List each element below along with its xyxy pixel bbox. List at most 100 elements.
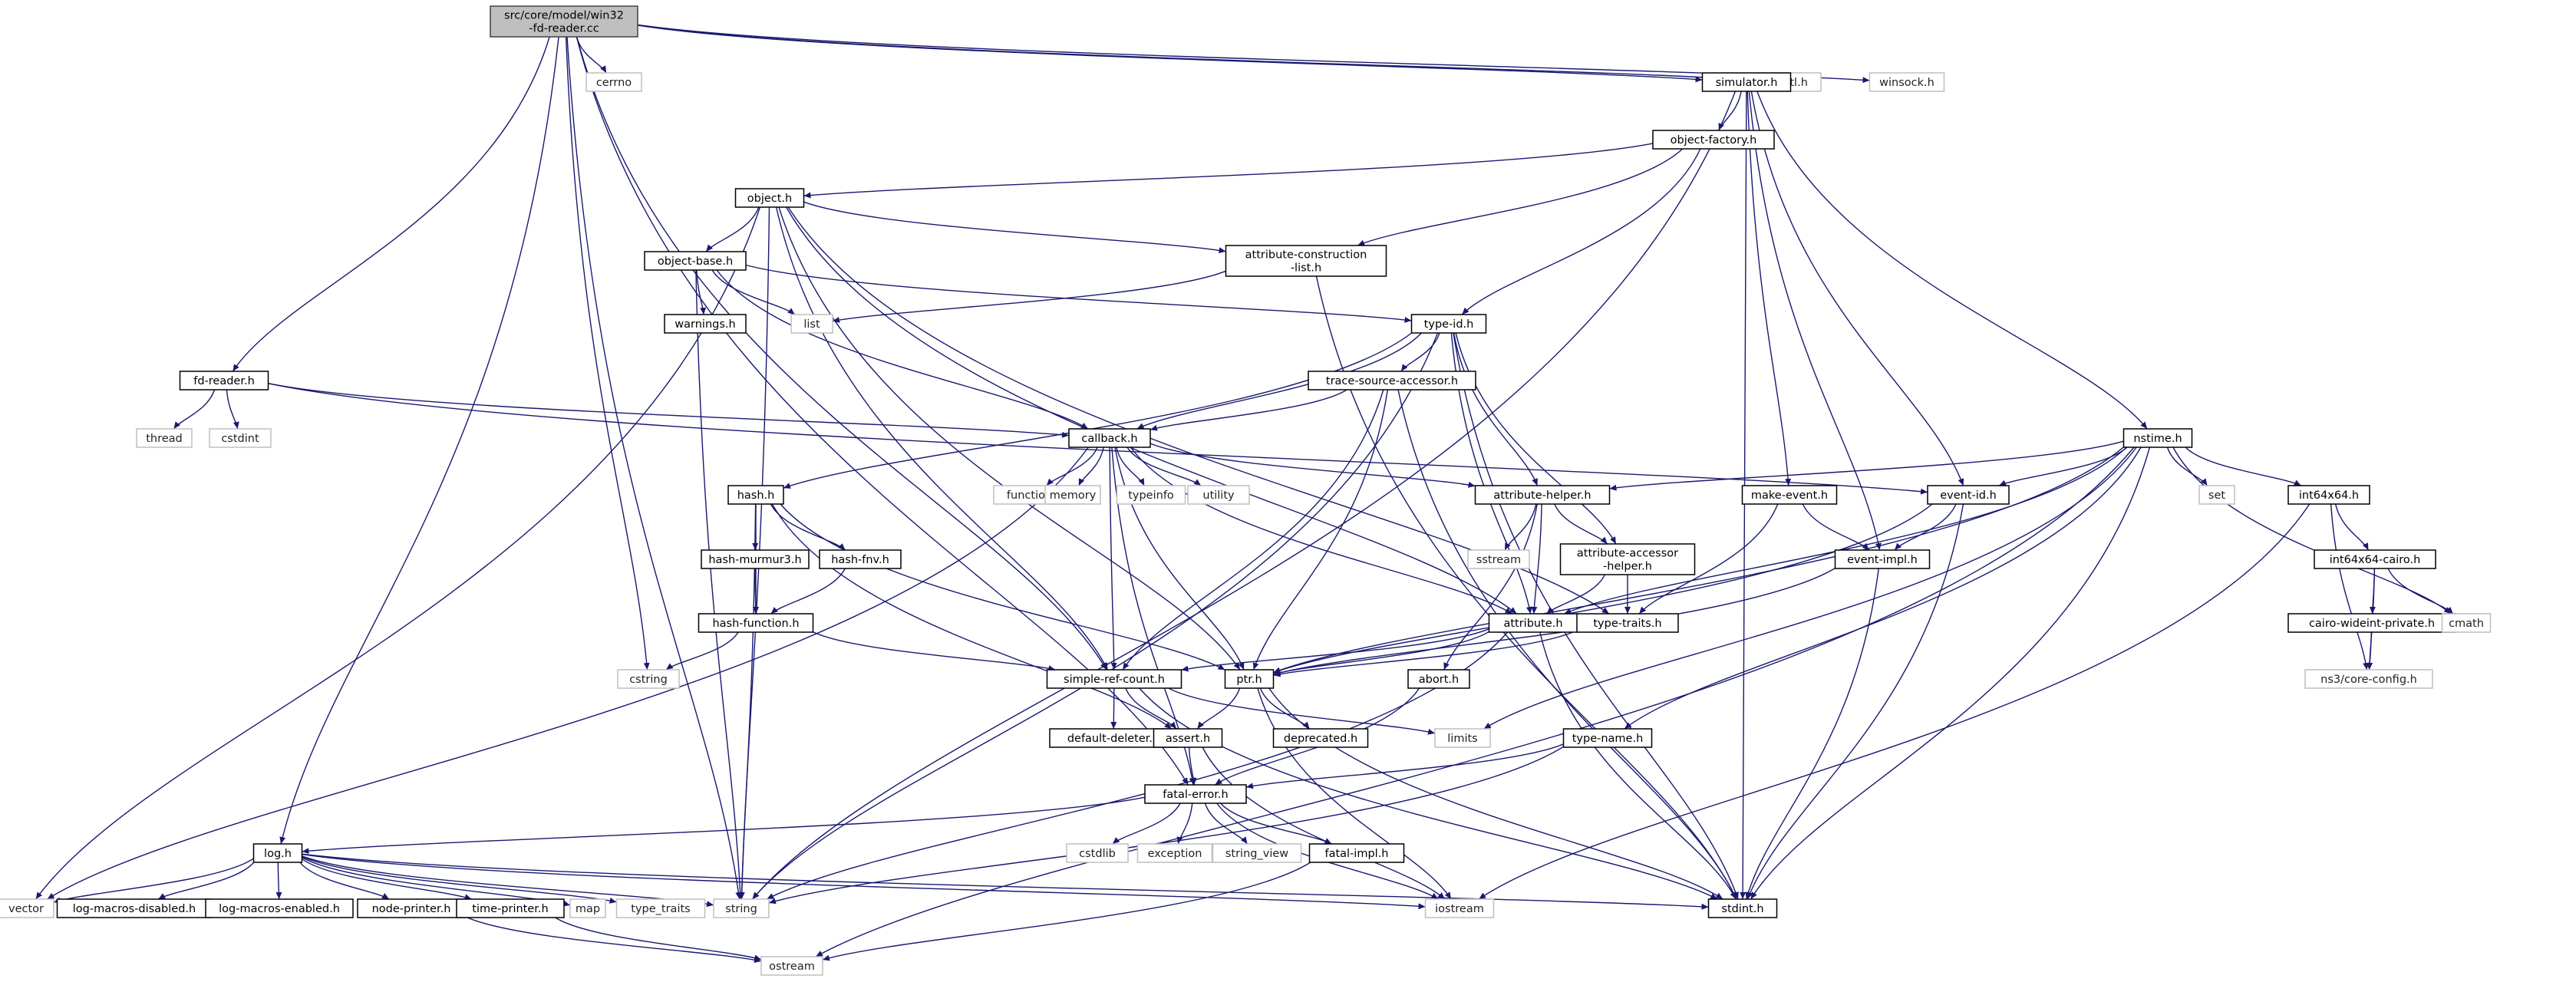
edge-callback-to-simple-ref-count	[1109, 447, 1117, 671]
edge-int64x64-to-core-config	[2330, 503, 2369, 671]
node-int64x64-cairo[interactable]: int64x64-cairo.h	[2314, 549, 2436, 569]
edge-trace-source-to-ptr	[1252, 389, 1388, 671]
node-box-utility	[1187, 485, 1250, 505]
edge-root-to-simulator	[637, 25, 1703, 83]
node-box-event-id	[1927, 485, 2010, 505]
node-simple-ref-count[interactable]: simple-ref-count.h	[1046, 669, 1182, 689]
node-object-base[interactable]: object-base.h	[644, 251, 747, 271]
node-memory: memory	[1044, 485, 1101, 505]
node-label-fatal-error: fatal-error.h	[1163, 789, 1228, 801]
edge-log-to-iostream	[302, 853, 1426, 910]
node-box-abort	[1407, 669, 1470, 689]
node-hash-murmur3[interactable]: hash-murmur3.h	[701, 549, 810, 569]
node-log-macros-disabled[interactable]: log-macros-disabled.h	[56, 898, 213, 918]
node-label-map: map	[576, 903, 600, 915]
node-stdint[interactable]: stdint.h	[1707, 898, 1778, 918]
edge-object-base-to-list	[711, 269, 796, 315]
node-simulator[interactable]: simulator.h	[1701, 72, 1792, 92]
node-callback[interactable]: callback.h	[1068, 428, 1151, 448]
node-label-string-view: string_view	[1225, 848, 1288, 860]
node-abort[interactable]: abort.h	[1407, 669, 1470, 689]
node-nstime[interactable]: nstime.h	[2122, 428, 2193, 448]
node-label-object-factory: object-factory.h	[1671, 134, 1757, 147]
edge-object-factory-to-type-id	[1461, 148, 1701, 315]
node-cairo-wideint[interactable]: cairo-wideint-private.h	[2287, 613, 2456, 633]
node-type-name[interactable]: type-name.h	[1562, 728, 1653, 748]
edge-object-base-to-callback	[716, 269, 1089, 430]
edge-event-id-to-ptr	[1273, 503, 1933, 674]
node-fd-reader[interactable]: fd-reader.h	[179, 371, 269, 390]
node-box-winsock	[1869, 72, 1945, 92]
node-event-impl[interactable]: event-impl.h	[1834, 549, 1931, 569]
node-winsock: winsock.h	[1869, 72, 1945, 92]
node-attribute-helper[interactable]: attribute-helper.h	[1474, 485, 1611, 505]
node-deprecated[interactable]: deprecated.h	[1272, 728, 1369, 748]
node-type-traits-h[interactable]: type-traits.h	[1576, 613, 1679, 633]
node-core-config: ns3/core-config.h	[2304, 669, 2433, 689]
node-time-printer[interactable]: time-printer.h	[456, 898, 565, 918]
node-attribute-accessor[interactable]: attribute-accessor-helper.h	[1559, 543, 1696, 575]
node-box-cstdlib	[1066, 843, 1129, 863]
node-fatal-error[interactable]: fatal-error.h	[1144, 784, 1247, 804]
edge-fd-reader-to-event-id	[268, 383, 1928, 495]
node-hash-fnv[interactable]: hash-fnv.h	[819, 549, 902, 569]
node-label-core-config: ns3/core-config.h	[2320, 674, 2417, 686]
edge-root-to-simple-ref-count	[576, 36, 1107, 671]
node-hash-function[interactable]: hash-function.h	[698, 613, 814, 633]
node-label-abort: abort.h	[1419, 674, 1459, 686]
edge-object-to-attr-construction	[803, 201, 1226, 254]
node-box-stdint	[1707, 898, 1778, 918]
node-label-type-traits-h: type-traits.h	[1593, 618, 1661, 630]
edge-fd-reader-to-callback	[268, 383, 1070, 438]
edge-nstime-to-event-id	[1998, 447, 2128, 486]
node-label-cmath: cmath	[2449, 618, 2484, 630]
edge-fd-reader-to-thread	[173, 389, 216, 430]
node-label-deprecated: deprecated.h	[1284, 733, 1357, 745]
node-list: list	[790, 314, 833, 334]
node-make-event[interactable]: make-event.h	[1741, 485, 1838, 505]
node-ptr[interactable]: ptr.h	[1224, 669, 1275, 689]
edge-callback-to-fatal-error	[1111, 447, 1196, 786]
node-label-list: list	[803, 318, 820, 331]
node-attribute[interactable]: attribute.h	[1488, 613, 1578, 633]
node-box-object-factory	[1652, 130, 1775, 150]
node-hash[interactable]: hash.h	[727, 485, 784, 505]
node-int64x64[interactable]: int64x64.h	[2287, 485, 2370, 505]
node-label-attr-construction: -list.h	[1291, 262, 1321, 275]
node-label-cerrno: cerrno	[596, 77, 632, 89]
node-label-limits: limits	[1447, 733, 1477, 745]
node-node-printer[interactable]: node-printer.h	[357, 898, 466, 918]
node-box-exception	[1136, 843, 1213, 863]
edge-simple-ref-count-to-assert	[1125, 687, 1177, 730]
edge-make-event-to-event-impl	[1802, 503, 1870, 551]
node-attr-construction[interactable]: attribute-construction-list.h	[1225, 245, 1387, 277]
node-root[interactable]: src/core/model/win32-fd-reader.cc	[490, 5, 638, 38]
edge-int64x64-to-int64x64-cairo	[2334, 503, 2370, 551]
node-label-type-name: type-name.h	[1572, 733, 1644, 745]
node-label-vector: vector	[8, 903, 44, 915]
node-fatal-impl[interactable]: fatal-impl.h	[1308, 843, 1405, 863]
edge-hash-function-to-simple-ref-count	[813, 631, 1056, 671]
node-type-id[interactable]: type-id.h	[1410, 314, 1487, 334]
node-sstream: sstream	[1467, 549, 1530, 569]
node-event-id[interactable]: event-id.h	[1927, 485, 2010, 505]
node-object[interactable]: object.h	[734, 188, 805, 208]
node-box-ostream	[760, 956, 823, 976]
node-warnings[interactable]: warnings.h	[664, 314, 747, 334]
node-label-attribute-accessor: -helper.h	[1603, 561, 1652, 573]
edge-simulator-to-nstime	[1756, 91, 2148, 430]
node-label-thread: thread	[146, 433, 183, 445]
node-log[interactable]: log.h	[252, 843, 303, 863]
node-label-callback: callback.h	[1081, 433, 1137, 445]
edge-hash-to-assert	[771, 503, 1173, 730]
node-box-callback	[1068, 428, 1151, 448]
edge-simulator-to-string	[752, 91, 1737, 900]
edge-nstime-to-stdint	[1750, 447, 2151, 900]
node-label-iostream: iostream	[1435, 903, 1484, 915]
node-log-macros-enabled[interactable]: log-macros-enabled.h	[205, 898, 354, 918]
node-trace-source[interactable]: trace-source-accessor.h	[1308, 371, 1476, 390]
node-assert[interactable]: assert.h	[1153, 728, 1223, 748]
node-object-factory[interactable]: object-factory.h	[1652, 130, 1775, 150]
edge-attribute-to-stdint	[1539, 631, 1737, 900]
edge-object-factory-to-object	[803, 143, 1654, 199]
